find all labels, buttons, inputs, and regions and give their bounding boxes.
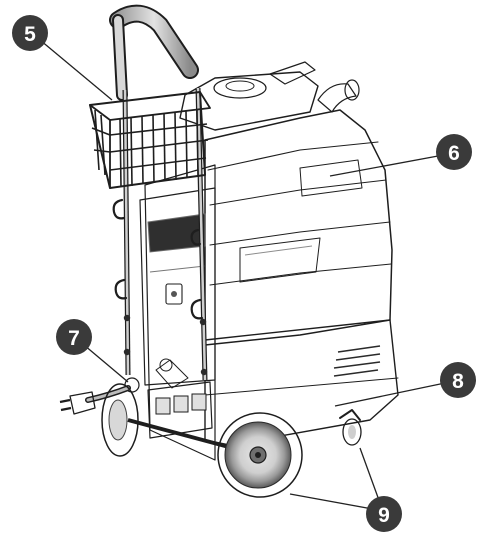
callout-9-badge (366, 496, 402, 532)
callout-9-label: 9 (378, 504, 390, 527)
switch-panel (147, 358, 213, 439)
callout-7: 7 (56, 319, 92, 355)
leader-lines (39, 39, 446, 511)
callout-6: 6 (436, 134, 472, 170)
callout-5-badge (12, 15, 48, 51)
callout-7-badge (56, 319, 92, 355)
callout-5: 5 (12, 15, 48, 51)
wheels (101, 383, 362, 498)
callout-6-label: 6 (448, 142, 460, 165)
callout-7-label: 7 (68, 327, 80, 350)
wire-basket (89, 91, 211, 189)
callout-8-badge (440, 362, 476, 398)
power-cord (59, 377, 140, 415)
callout-5-label: 5 (24, 23, 36, 46)
callout-8-label: 8 (452, 370, 464, 393)
callout-9: 9 (366, 496, 402, 532)
callout-8: 8 (440, 362, 476, 398)
handle-frame (109, 4, 208, 381)
callout-6-badge (436, 134, 472, 170)
machine-body (139, 61, 399, 461)
